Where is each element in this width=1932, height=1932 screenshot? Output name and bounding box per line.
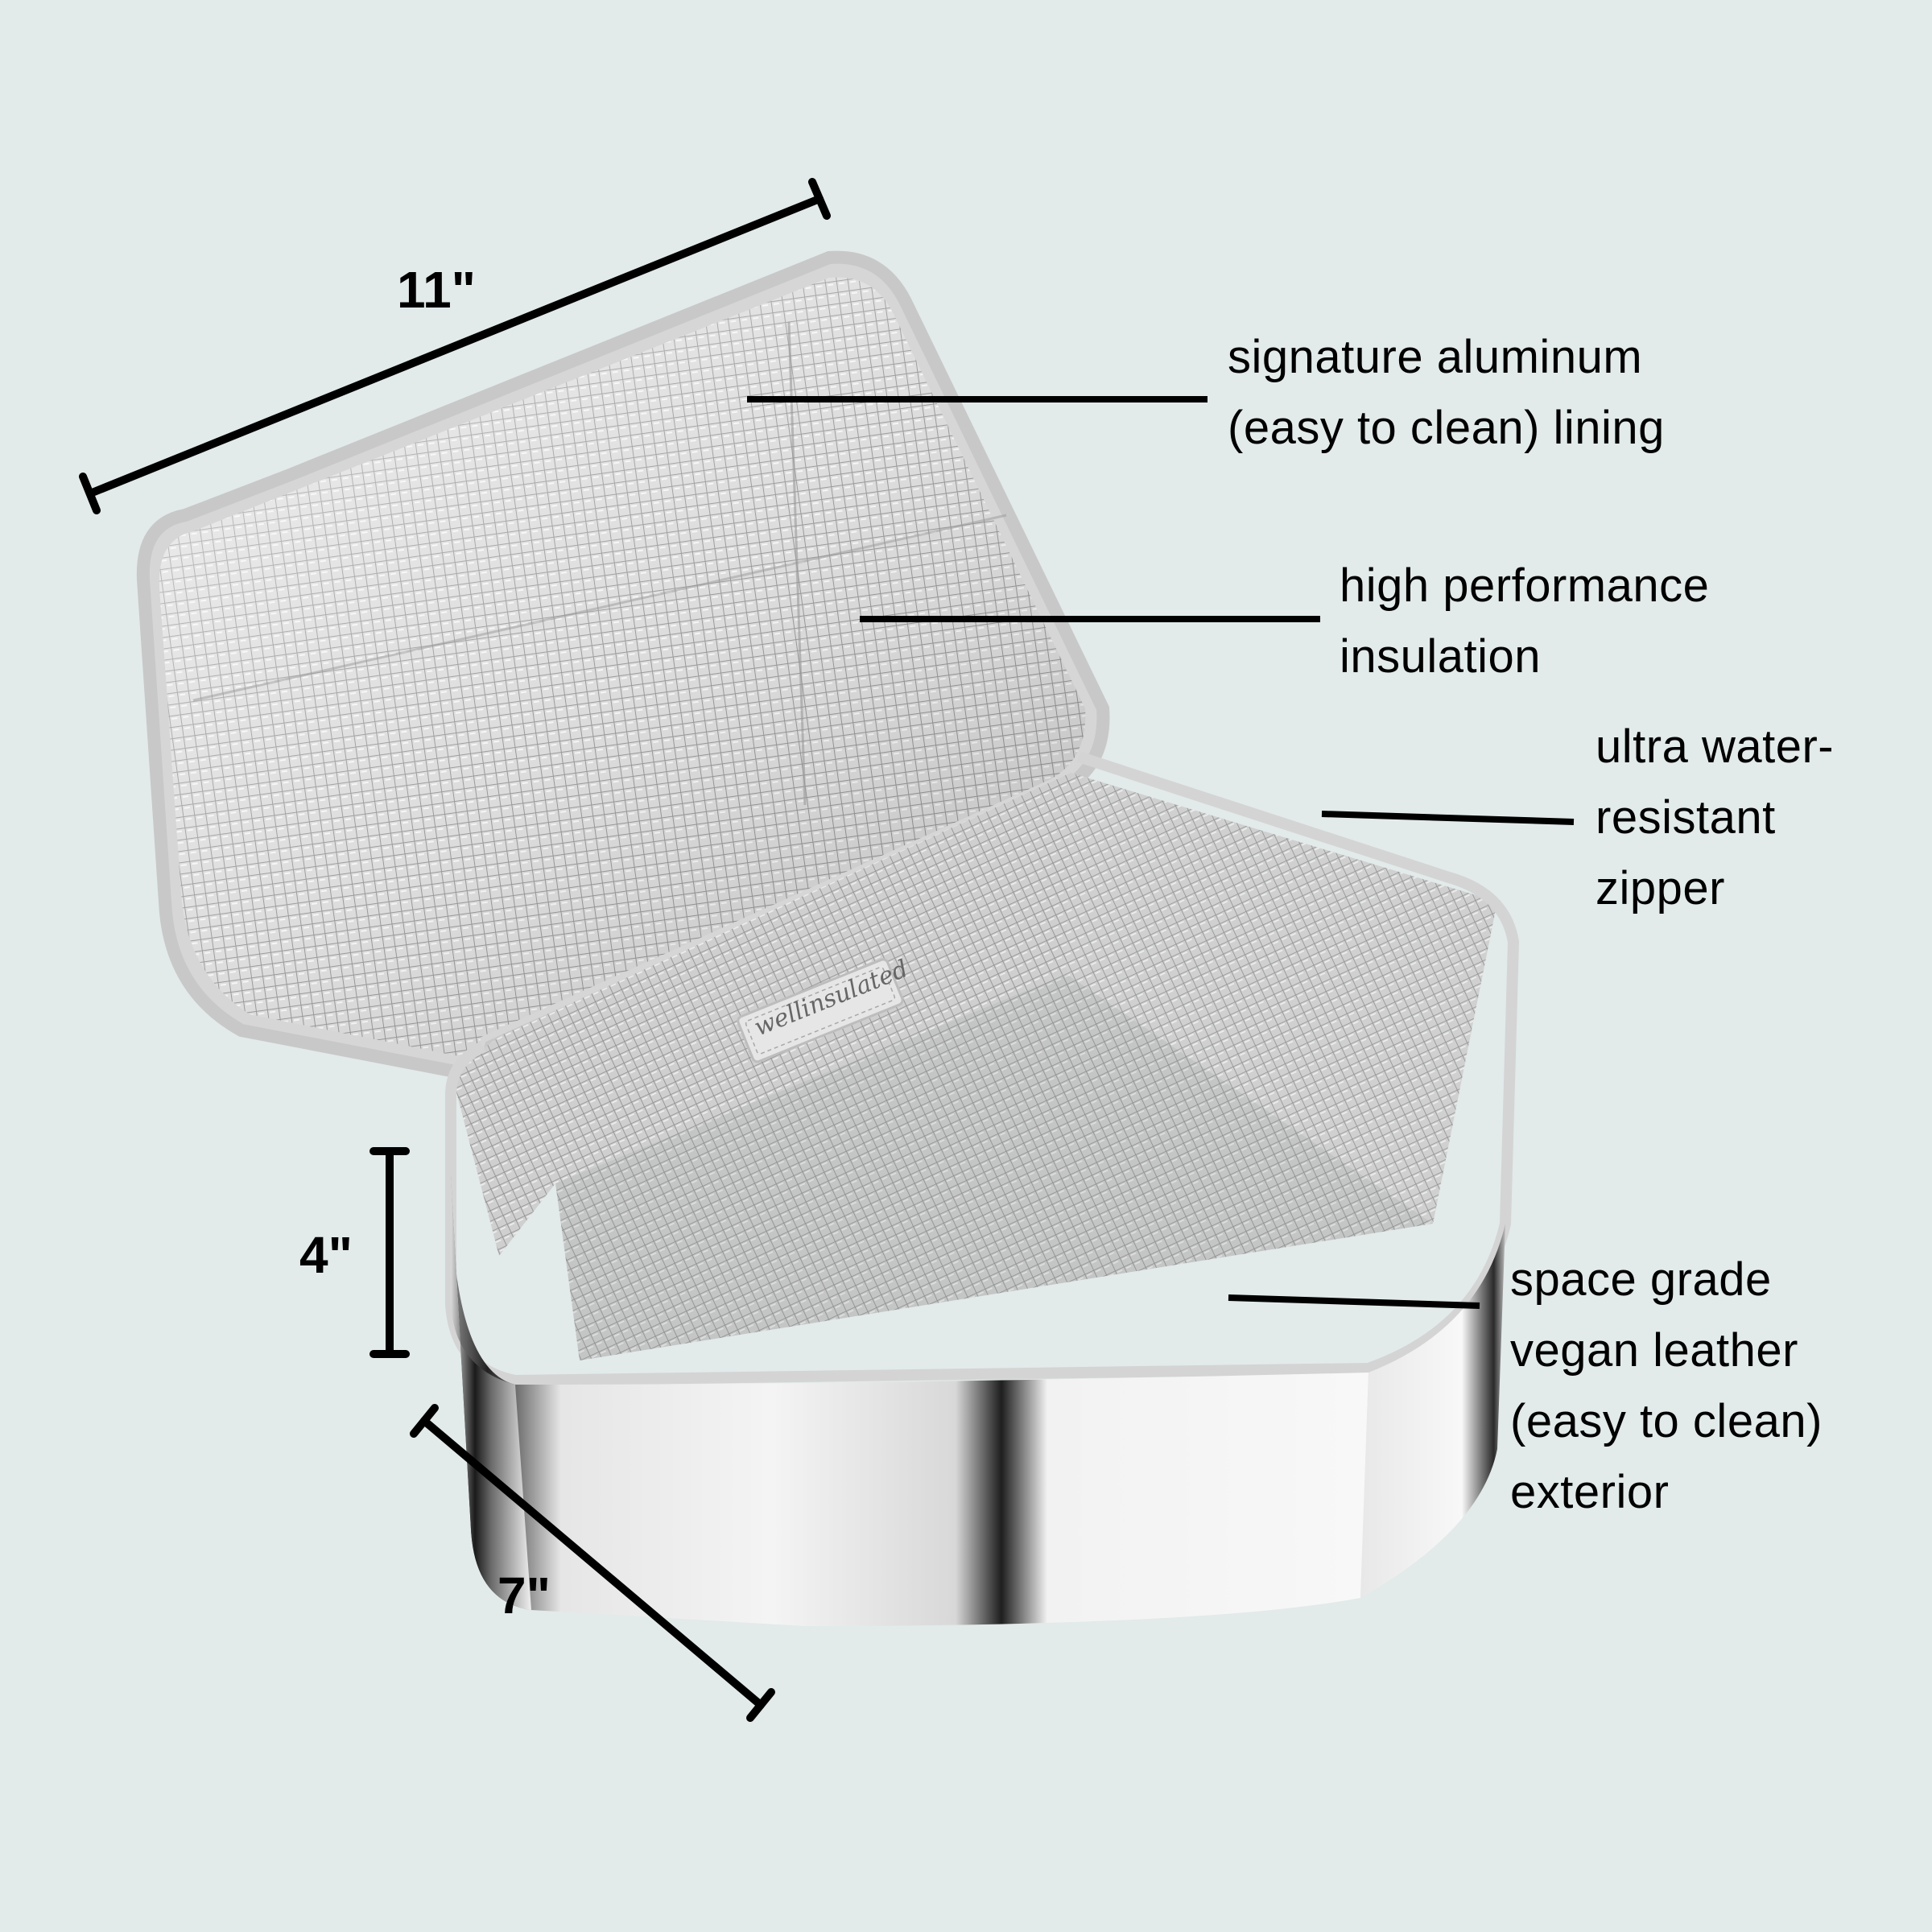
- callout-lining-line-1: signature aluminum: [1228, 331, 1643, 383]
- callout-line-exterior: [1228, 1294, 1480, 1309]
- bag-lid: [136, 250, 1110, 1079]
- callout-zipper: ultra water- resistant zipper: [1596, 712, 1834, 924]
- callout-exterior-line-1: space grade: [1510, 1253, 1772, 1306]
- bag-body: [445, 751, 1520, 1626]
- callout-zipper-line-3: zipper: [1596, 862, 1725, 914]
- dimension-label-height: 4": [299, 1226, 353, 1284]
- dimension-label-length: 11": [397, 261, 476, 319]
- callout-insulation-line-1: high performance: [1340, 559, 1710, 612]
- dimension-line-height: [369, 1147, 410, 1358]
- brand-tag: [737, 958, 904, 1063]
- callout-exterior-line-4: exterior: [1510, 1466, 1670, 1518]
- callout-zipper-line-1: ultra water-: [1596, 720, 1835, 773]
- callout-exterior-line-2: vegan leather: [1510, 1324, 1798, 1377]
- callout-insulation-line-2: insulation: [1340, 630, 1542, 683]
- callout-exterior-line-3: (easy to clean): [1510, 1395, 1823, 1447]
- callout-zipper-line-2: resistant: [1596, 791, 1776, 844]
- callout-lining-line-2: (easy to clean) lining: [1228, 402, 1665, 454]
- callout-line-zipper: [1321, 811, 1575, 825]
- dimension-label-width: 7": [497, 1567, 551, 1624]
- callout-insulation: high performance insulation: [1340, 551, 1709, 692]
- dimension-line-width: [410, 1404, 775, 1722]
- callout-exterior: space grade vegan leather (easy to clean…: [1510, 1245, 1823, 1528]
- dimension-line-length: [79, 178, 831, 514]
- callout-lining: signature aluminum (easy to clean) linin…: [1228, 322, 1665, 464]
